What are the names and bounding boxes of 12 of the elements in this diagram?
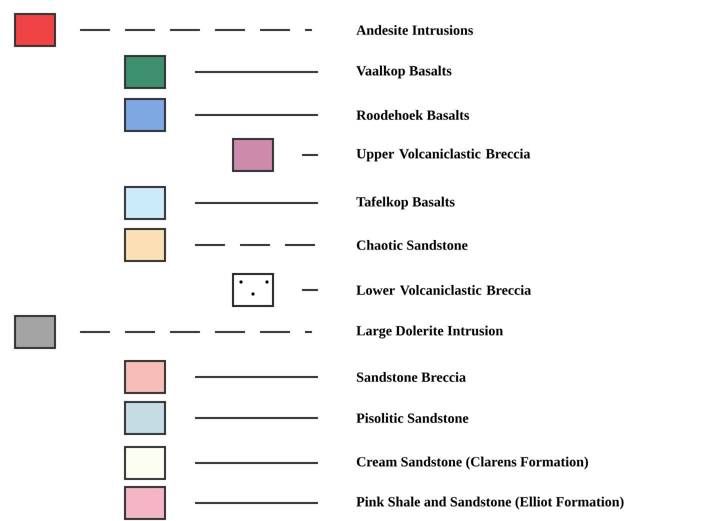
legend-label: Cream Sandstone (Clarens Formation) bbox=[356, 456, 588, 470]
legend-label: Andesite Intrusions bbox=[356, 25, 473, 35]
legend-label: Sandstone Breccia bbox=[356, 372, 466, 382]
legend-label: Chaotic Sandstone bbox=[356, 240, 468, 250]
legend-label: Large Dolerite Intrusion bbox=[356, 326, 503, 338]
legend-label: Pisolitic Sandstone bbox=[356, 413, 468, 423]
legend-label: Upper Volcaniclastic Breccia bbox=[356, 148, 530, 162]
legend-label: Pink Shale and Sandstone (Elliot Formation) bbox=[356, 496, 624, 510]
legend-label: Roodehoek Basalts bbox=[356, 110, 470, 120]
legend-label: Tafelkop Basalts bbox=[356, 196, 455, 210]
legend-label: Vaalkop Basalts bbox=[356, 66, 452, 78]
legend-label: Lower Volcaniclastic Breccia bbox=[356, 285, 531, 295]
